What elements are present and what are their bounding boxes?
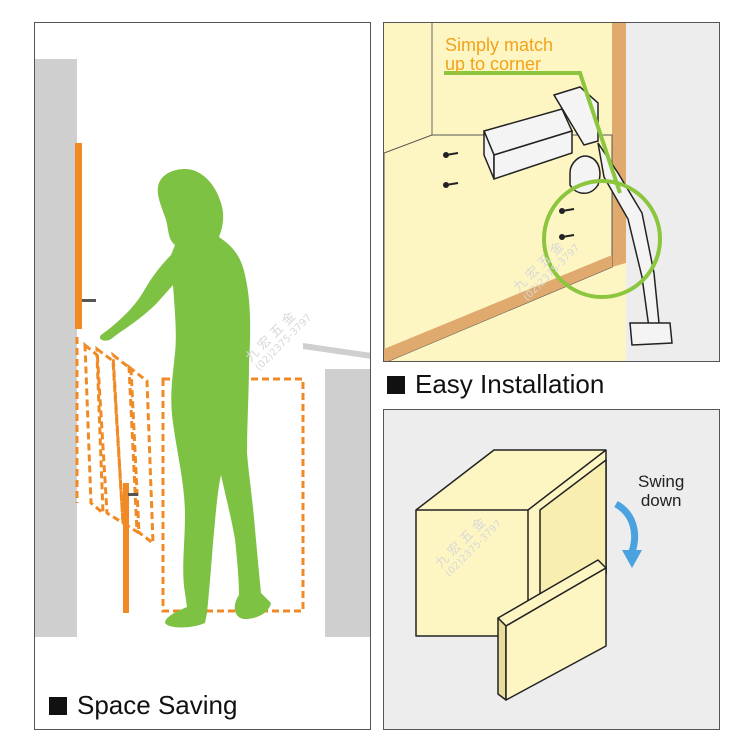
swing-line2: down: [640, 491, 682, 510]
cabinet-shelf: [384, 134, 613, 361]
cabinet-side: [612, 23, 626, 267]
hinge-mechanism: [482, 86, 673, 346]
counter-edge: [303, 343, 370, 359]
swing-arrow: [614, 500, 639, 554]
left-cabinet-wall: [35, 59, 77, 637]
simply-match-line1: Simply match: [445, 35, 554, 55]
upper-door: [75, 143, 82, 329]
shelf-edge: [384, 255, 612, 361]
swing-arrow-head: [622, 550, 642, 568]
square-bullet-icon: [387, 375, 405, 394]
easy-installation-caption: Easy Installation: [387, 369, 604, 400]
space-saving-panel: [34, 22, 371, 730]
square-bullet-icon: [49, 696, 67, 715]
swing-down-label: Swing down: [638, 472, 684, 510]
lowered-door-handle: [128, 493, 138, 496]
callout-circle: [542, 179, 662, 299]
screw-heads: [443, 152, 565, 240]
space-saving-text: Space Saving: [77, 690, 238, 720]
space-saving-illustration: [35, 59, 370, 637]
space-saving-caption: Space Saving: [49, 690, 237, 721]
right-cabinet: [325, 369, 370, 637]
simply-match-label: Simply match up to corner: [445, 36, 553, 74]
simply-match-line2: up to corner: [445, 54, 542, 74]
swing-line1: Swing: [638, 472, 685, 491]
lowered-cabinet-door: [497, 559, 607, 701]
hinge-installation-illustration: [384, 23, 719, 361]
swing-down-panel: [383, 409, 720, 730]
swing-down-illustration: [415, 449, 642, 701]
person-silhouette: [99, 169, 271, 628]
callout-leader: [444, 71, 622, 194]
easy-installation-text: Easy Installation: [415, 369, 605, 399]
easy-installation-panel: [383, 22, 720, 362]
door-handle: [82, 299, 96, 302]
lowered-door: [123, 483, 129, 613]
outside-area: [626, 23, 719, 361]
